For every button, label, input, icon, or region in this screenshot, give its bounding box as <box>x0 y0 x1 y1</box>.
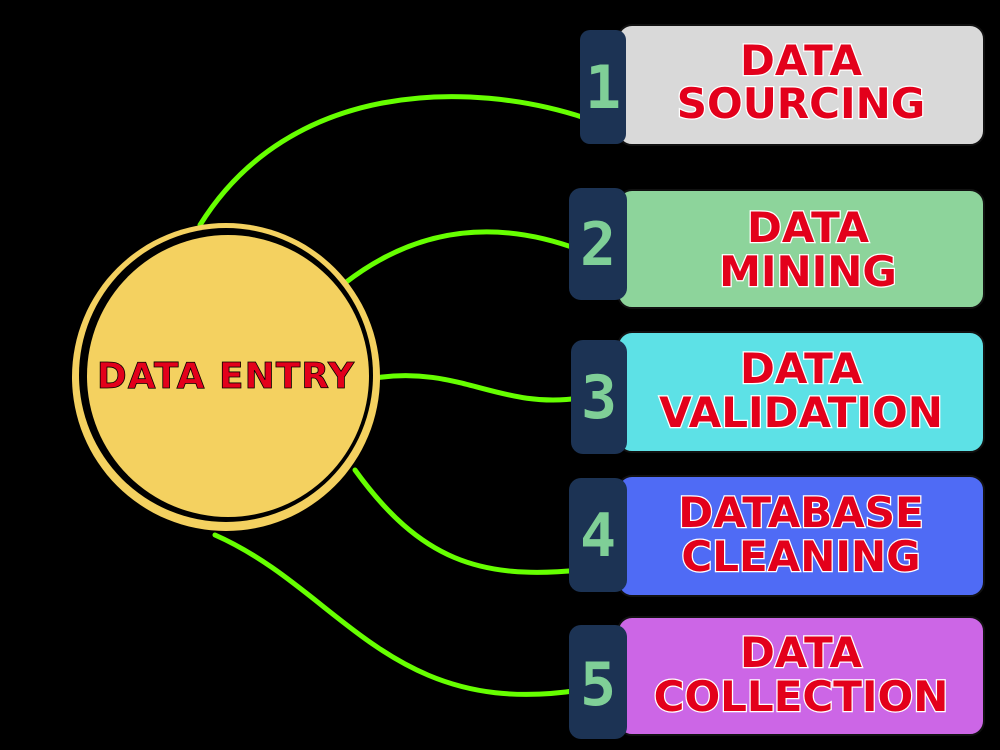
card-title-line2: CLEANING <box>681 532 920 581</box>
step-badge <box>569 188 627 300</box>
step-card-1: DATA SOURCING 1 <box>580 24 985 146</box>
connector-3 <box>372 373 583 403</box>
card-title-line1: DATA <box>740 36 862 85</box>
hub-circle <box>87 235 369 517</box>
step-card-2: DATA MINING 2 <box>569 188 985 309</box>
card-title-line1: DATABASE <box>678 488 923 537</box>
card-title-line1: DATA <box>740 628 862 677</box>
step-badge <box>571 340 627 454</box>
card-title-line2: MINING <box>719 247 897 296</box>
connector-5 <box>212 532 583 697</box>
step-card-3: DATA VALIDATION 3 <box>571 331 985 454</box>
connectors <box>197 94 588 697</box>
card-title-line1: DATA <box>747 203 869 252</box>
step-number: 3 <box>581 363 617 433</box>
step-number: 4 <box>580 501 616 571</box>
hub-label: DATA ENTRY <box>97 356 355 397</box>
step-card-5: DATA COLLECTION 5 <box>569 616 985 739</box>
card-title-line2: COLLECTION <box>654 672 949 721</box>
connector-2 <box>342 229 583 286</box>
step-badge <box>580 30 626 144</box>
connector-4 <box>352 467 583 575</box>
card-title-line2: SOURCING <box>677 79 925 128</box>
step-card-4: DATABASE CLEANING 4 <box>569 475 985 597</box>
hub-node: DATA ENTRY <box>72 223 380 531</box>
step-badge <box>569 625 627 739</box>
card-title-line2: VALIDATION <box>659 388 943 437</box>
step-number: 1 <box>585 53 621 123</box>
card-title-line1: DATA <box>740 344 862 393</box>
step-number: 2 <box>580 210 616 280</box>
connector-1 <box>197 94 588 228</box>
step-cards: DATA SOURCING 1 DATA MINING 2 DATA VALID… <box>569 24 985 739</box>
step-number: 5 <box>580 650 616 720</box>
step-badge <box>569 478 627 592</box>
